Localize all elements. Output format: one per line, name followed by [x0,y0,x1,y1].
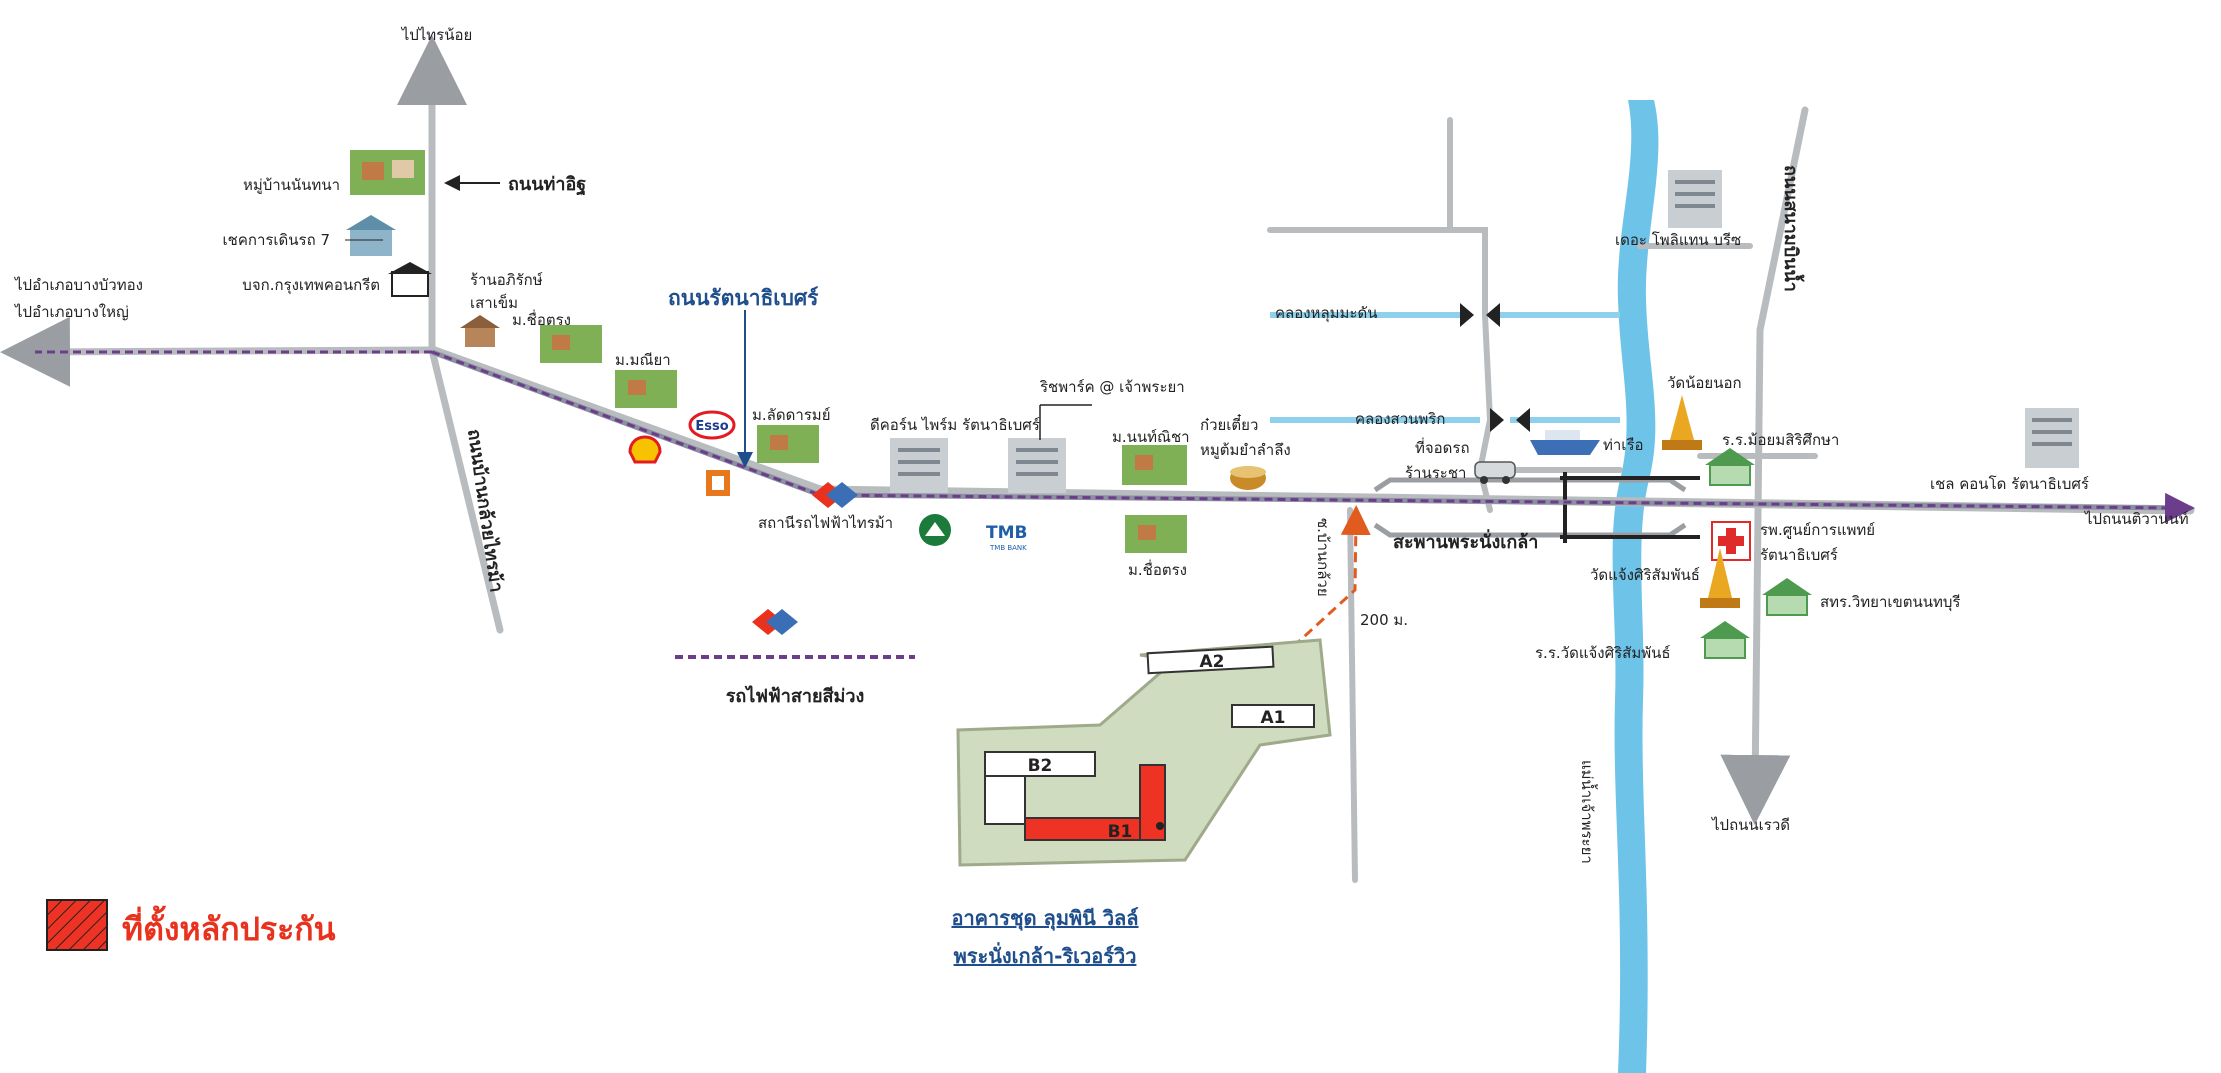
car-icon [1474,461,1516,484]
condo-icon [2025,408,2079,468]
place-school-mayom: ร.ร.ม้อยมสิริศึกษา [1722,431,1839,449]
place-phirak: ร้านอภิรักษ์ [470,271,543,289]
chao-phraya-river [1612,100,1659,1073]
place-phirak-2: เสาเข็ม [470,293,518,312]
place-shell-condo: เชล คอนโด รัตนาธิเบศร์ [1930,475,2089,493]
house-icon [350,150,425,195]
place-hospital: รพ.ศูนย์การแพทย์ [1760,521,1875,539]
legend-purple-line: รถไฟฟ้าสายสีม่วง [675,609,915,707]
building-a2 [1146,645,1275,675]
place-nonnicha: ม.นนท์ณิชา [1112,428,1190,446]
place-chuetrong-2: ม.ชื่อตรง [1128,559,1187,579]
svg-text:ที่ตั้งหลักประกัน: ที่ตั้งหลักประกัน [122,905,336,948]
place-kuayteow-2: หมูต้มยำลำลึง [1200,441,1291,459]
place-richpark: ริชพาร์ค @ เจ้าพระยา [1039,378,1185,396]
place-parking: ที่จอดรถ [1415,437,1470,457]
place-maneeya: ม.มณียา [615,351,671,369]
kbank-logo-icon [919,514,951,546]
place-parking-2: ร้านระชา [1405,464,1466,482]
canal-locks [1460,303,1530,432]
place-college: สทร.วิทยาเขตนนทบุรี [1820,593,1961,612]
house-icon [1122,445,1187,485]
road-sanambinnam: ถนนสนามบินน้ำ [1780,165,1805,292]
svg-text:TMB: TMB [986,523,1027,543]
canal-lum-label: คลองหลุมมะดัน [1275,304,1377,323]
school-icon [1762,578,1812,616]
direction-west-2: ไปอำเภอบางใหญ่ [14,303,129,321]
river-label: แม่น้ำเจ้าพระยา [1578,760,1598,864]
bridge-label: สะพานพระนั่งเกล้า [1393,529,1538,553]
house-icon [1125,515,1187,553]
svg-text:A2: A2 [1200,652,1225,672]
distance-label: 200 ม. [1360,611,1408,629]
condo-icon [1008,438,1066,493]
place-school-chaeng: ร.ร.วัดแจ้งศิริสัมพันธ์ [1535,644,1671,662]
road-tha-it: ถนนท่าอิฐ [508,174,586,196]
place-nanthana: หมู่บ้านนันทนา [243,176,340,194]
place-station: สถานีรถไฟฟ้าไทรม้า [758,514,893,532]
road-soi-ban-kluay: ซ.บ้านกล้วย [1314,518,1332,597]
shell-logo-icon [628,435,662,464]
hospital-icon [1711,521,1751,561]
direction-south: ไปถนนเรวดี [1711,816,1790,834]
place-polish: เดอะ โพลิแทน บรีซ [1615,231,1741,249]
svg-text:Esso: Esso [695,419,728,434]
place-concrete: บจก.กรุงเทพคอนกรีต [242,276,380,295]
road-rattanathibet: ถนนรัตนาธิเบศร์ [668,286,819,310]
svg-text:A1: A1 [1261,708,1286,728]
mrt-station-icon [812,482,858,508]
place-ladarom: ม.ลัดดารมย์ [752,406,831,424]
svg-text:TMB BANK: TMB BANK [989,544,1027,552]
boat-icon [1530,430,1600,455]
temple-icon [1700,548,1740,608]
temple-icon [1662,395,1702,450]
bridge [1373,472,1700,543]
purple-line [431,350,2195,523]
place-check7: เชคการเดินรถ 7 [223,231,330,249]
place-decondo: ดีคอร์น ไพร์ม รัตนาธิเบศร์ [870,416,1040,434]
condo-icon [1668,170,1722,228]
canal-suan-phrik-label: คลองสวนพริก [1355,410,1445,428]
house-icon [757,425,819,463]
school-icon [1705,448,1755,486]
noodle-bowl-icon [1230,466,1266,490]
place-kuayteow: ก๋วยเตี๋ยว [1200,413,1258,434]
caltex-logo-icon [706,470,730,496]
factory-icon [388,262,432,297]
place-pier: ท่าเรือ [1603,436,1644,454]
place-wat-noi: วัดน้อยนอก [1667,374,1742,392]
legend-collateral: ที่ตั้งหลักประกัน [46,899,336,951]
direction-north: ไปไทรน้อย [401,26,473,44]
direction-west-1: ไปอำเภอบางบัวทอง [14,276,143,294]
place-hospital-2: รัตนาธิเบศร์ [1760,546,1838,564]
condo-icon [890,438,948,493]
esso-logo-icon: Esso [688,410,736,440]
svg-text:B1: B1 [1108,822,1133,842]
svg-text:B2: B2 [1028,756,1053,776]
direction-east: ไปถนนติวานนท์ [2084,510,2189,528]
place-wat-chaeng: วัดแจ้งศิริสัมพันธ์ [1590,566,1700,584]
tmb-logo-icon: TMB TMB BANK [986,523,1027,552]
place-chuetrong-1: ม.ชื่อตรง [512,309,571,329]
project-site: A2 A1 B2 B1 [956,638,1332,867]
svg-text:รถไฟฟ้าสายสีม่วง: รถไฟฟ้าสายสีม่วง [726,685,865,707]
project-title-2: พระนั่งเกล้า-ริเวอร์วิว [954,941,1137,968]
shop-icon [460,315,500,347]
project-title-1: อาคารชุด ลุมพินี วิลล์ [951,906,1138,931]
house-icon [540,325,602,363]
building-a1 [1231,704,1315,728]
house-icon [615,370,677,408]
warehouse-icon [346,215,396,256]
school-icon [1700,621,1750,659]
